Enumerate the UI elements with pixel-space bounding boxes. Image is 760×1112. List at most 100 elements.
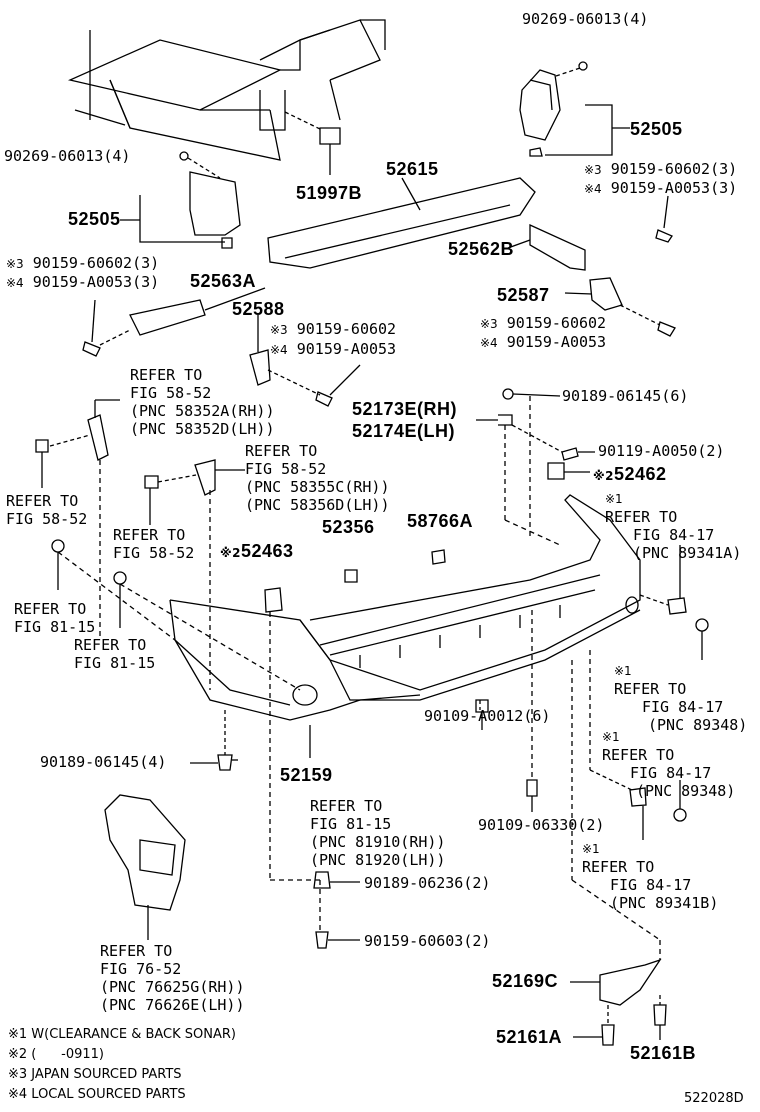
refer-fig: FIG 81-15 (14, 618, 96, 636)
part-52161b: 52161B (630, 1043, 697, 1063)
part-90159-60602-right2: 90159-60602 (506, 314, 607, 332)
part-90159-60602-3-left-line: ※3 90159-60602(3) (6, 256, 159, 271)
clip-51997b (320, 128, 340, 144)
part-90269-06013-left: 90269-06013(4) (4, 147, 131, 165)
refer-fig: FIG 84-17 (630, 764, 712, 782)
refer-fig-58-52-c: REFER TO FIG 58-52 (6, 492, 87, 528)
mark-3: ※3 (584, 163, 602, 177)
refer-pnc: (PNC 58356D(LH)) (245, 496, 390, 514)
part-52505-left: 52505 (68, 209, 121, 229)
part-90269-06013-top: 90269-06013(4) (522, 10, 649, 28)
refer-fig-58-52-b: REFER TO FIG 58-52 (PNC 58355C(RH)) (PNC… (245, 442, 390, 514)
footnote-legend: ※1 W(CLEARANCE & BACK SONAR) ※2 ( -0911)… (8, 1025, 236, 1105)
clip-52462 (548, 463, 564, 479)
retainer-52562b (530, 225, 585, 270)
part-52588: 52588 (232, 299, 285, 319)
refer-fig-81-15-a: REFER TO FIG 81-15 (14, 600, 95, 636)
legend-item-3: ※3 JAPAN SOURCED PARTS (8, 1067, 182, 1082)
part-90159-60602-center-line: ※3 90159-60602 (270, 322, 396, 337)
refer-fig: FIG 84-17 (633, 526, 715, 544)
part-52562b: 52562B (448, 239, 515, 259)
refer-pnc: (PNC 76626E(LH)) (100, 996, 245, 1014)
refer-fig: FIG 58-52 (245, 460, 327, 478)
part-90189-06236: 90189-06236(2) (364, 874, 491, 892)
refer-pnc: (PNC 58352D(LH)) (130, 420, 275, 438)
refer-line: REFER TO (245, 442, 318, 460)
part-90159-a0053-center-line: ※4 90159-A0053 (270, 342, 396, 357)
part-52462: 52462 (614, 464, 667, 484)
refer-pnc: (PNC 89348) (636, 782, 736, 800)
legend-item-1: ※1 W(CLEARANCE & BACK SONAR) (8, 1027, 236, 1042)
part-90159-a0053-center: 90159-A0053 (296, 340, 397, 358)
refer-fig: FIG 81-15 (74, 654, 156, 672)
refer-line: REFER TO (14, 600, 87, 618)
part-90159-a0053-3-right-line: ※4 90159-A0053(3) (584, 181, 737, 196)
bracket-ref-58355 (195, 460, 215, 495)
mark-4: ※4 (480, 336, 498, 350)
mark-3: ※3 (480, 317, 498, 331)
part-90159-60602-3-right: 90159-60602(3) (610, 160, 738, 178)
reinforcement-52615 (268, 178, 535, 268)
refer-line: REFER TO (74, 636, 147, 654)
refer-text: REFER TO (605, 508, 678, 526)
mark-2: ※2 (220, 546, 242, 560)
refer-line: REFER TO (310, 797, 383, 815)
refer-fig-76-52: REFER TO FIG 76-52 (PNC 76625G(RH)) (PNC… (100, 942, 245, 1014)
part-51997b: 51997B (296, 183, 363, 203)
diagram-id: 522028D (684, 1091, 744, 1106)
refer-line: REFER TO (130, 366, 203, 384)
clip-52356 (345, 570, 357, 582)
mark-1: ※1 (614, 664, 632, 678)
mark-1: ※1 (602, 730, 620, 744)
refer-fig: FIG 81-15 (310, 815, 392, 833)
refer-fig-58-52-a: REFER TO FIG 58-52 (PNC 58352A(RH)) (PNC… (130, 366, 275, 438)
part-52563a: 52563A (190, 271, 257, 291)
part-90159-a0053-3-left: 90159-A0053(3) (32, 273, 160, 291)
refer-pnc: (PNC 81920(LH)) (310, 851, 446, 869)
refer-line: REFER TO (6, 492, 79, 510)
part-90189-06145-6: 90189-06145(6) (562, 387, 689, 405)
part-90159-60602-center: 90159-60602 (296, 320, 397, 338)
refer-text: REFER TO (602, 746, 675, 764)
nut-90269-top (579, 62, 587, 70)
part-90119-a0050: 90119-A0050(2) (598, 442, 725, 460)
part-90159-60603: 90159-60603(2) (364, 932, 491, 950)
mark-3: ※3 (270, 323, 288, 337)
refer-fig-81-15-b: REFER TO FIG 81-15 (74, 636, 155, 672)
part-90109-06330: 90109-06330(2) (478, 816, 605, 834)
part-90159-60602-right2-line: ※3 90159-60602 (480, 316, 606, 331)
part-90159-a0053-3-right: 90159-A0053(3) (610, 179, 738, 197)
part-52169c: 52169C (492, 971, 559, 991)
refer-pnc: (PNC 76625G(RH)) (100, 978, 245, 996)
refer-text: REFER TO (582, 858, 655, 876)
refer-fig: FIG 76-52 (100, 960, 182, 978)
part-52356: 52356 (322, 517, 375, 537)
mark-4: ※4 (6, 276, 24, 290)
refer-line: REFER TO (113, 526, 186, 544)
refer-fig: FIG 58-52 (6, 510, 88, 528)
retainer-52563a (130, 300, 205, 335)
bracket-52505-right (520, 70, 560, 140)
legend-item-4: ※4 LOCAL SOURCED PARTS (8, 1087, 186, 1102)
refer-fig-81-15-c: REFER TO FIG 81-15 (PNC 81910(RH)) (PNC … (310, 797, 445, 869)
part-52174e: 52174E(LH) (352, 421, 456, 441)
refer-fig-58-52-d: REFER TO FIG 58-52 (113, 526, 194, 562)
mark-4: ※4 (584, 182, 602, 196)
refer-pnc: (PNC 58352A(RH)) (130, 402, 275, 420)
refer-pnc: (PNC 89348) (648, 716, 748, 734)
refer-line: REFER TO (100, 942, 173, 960)
part-52463: 52463 (241, 541, 294, 561)
legend-item-2: ※2 ( -0911) (8, 1047, 105, 1062)
refer-fig: FIG 58-52 (113, 544, 195, 562)
clip-58766a (432, 550, 445, 564)
part-52173e: 52173E(RH) (352, 399, 458, 419)
bracket-52587 (590, 278, 622, 310)
part-58766a: 58766A (407, 511, 474, 531)
